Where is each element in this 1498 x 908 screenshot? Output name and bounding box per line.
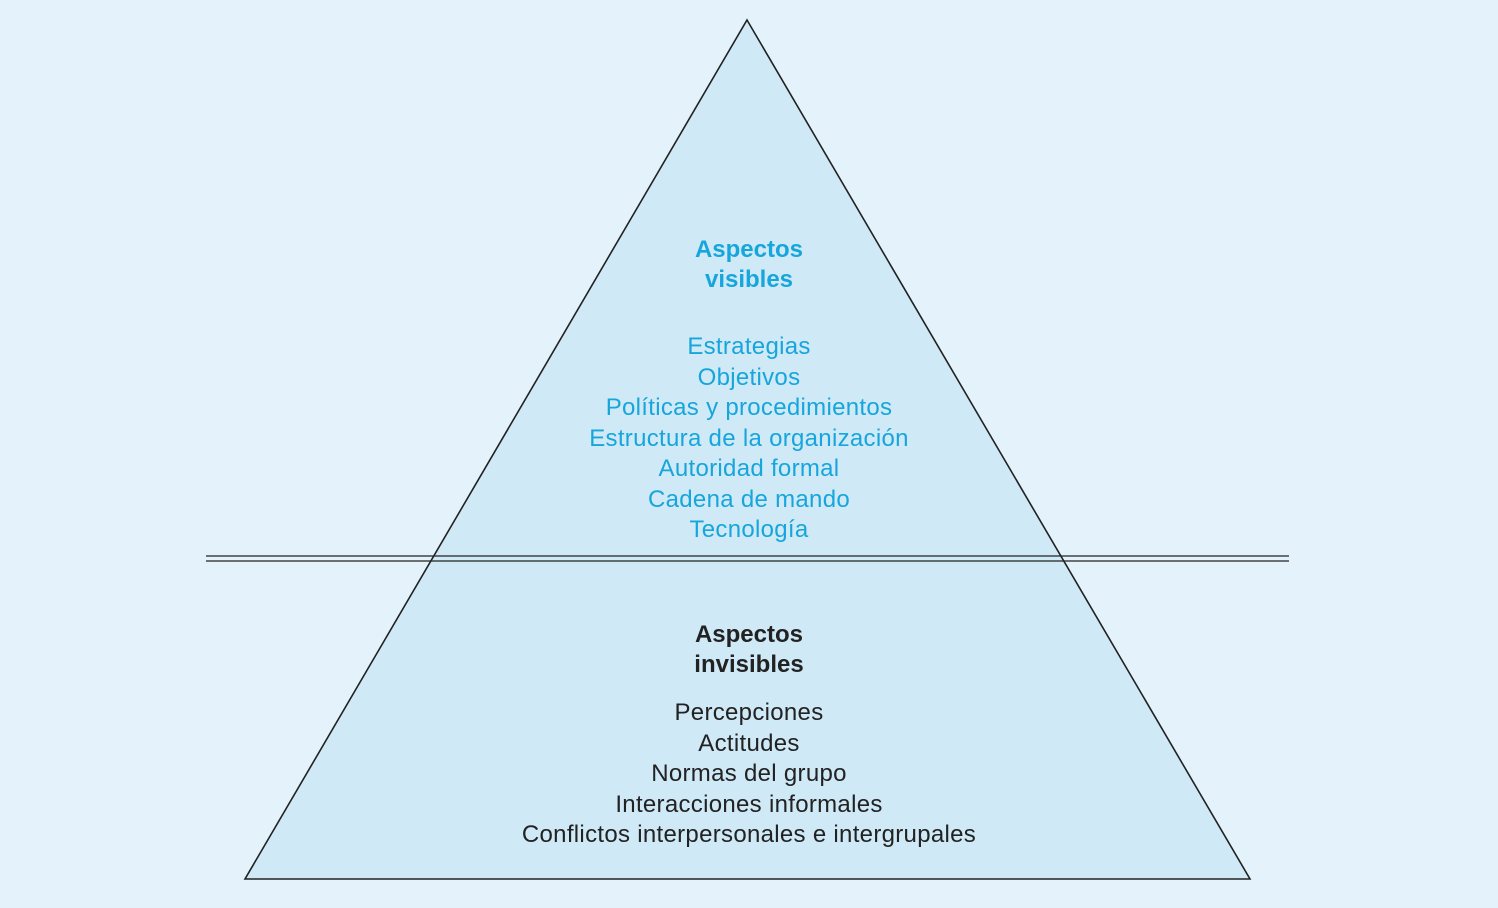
- list-item: Interacciones informales: [615, 790, 883, 818]
- list-item: Tecnología: [689, 516, 809, 543]
- list-item: Estructura de la organización: [589, 424, 909, 452]
- invisible-heading-line2: invisibles: [694, 651, 804, 678]
- visible-items-list: Estrategias Objetivos Políticas y proced…: [0, 332, 1498, 546]
- visible-heading-line1: Aspectos: [694, 236, 804, 263]
- list-item: Percepciones: [674, 699, 824, 726]
- list-item: Conflictos interpersonales e intergrupal…: [521, 821, 977, 848]
- list-item: Estrategias: [687, 333, 811, 360]
- invisible-items-list: Percepciones Actitudes Normas del grupo …: [0, 698, 1498, 851]
- invisible-heading-line1: Aspectos: [694, 621, 804, 648]
- list-item: Autoridad formal: [658, 455, 840, 482]
- invisible-heading: Aspectos invisibles: [0, 620, 1498, 680]
- visible-heading: Aspectos visibles: [0, 235, 1498, 295]
- pyramid-triangle: [243, 18, 1252, 880]
- list-item: Cadena de mando: [648, 485, 850, 513]
- list-item: Actitudes: [698, 729, 800, 757]
- list-item: Normas del grupo: [651, 760, 847, 787]
- list-item: Objetivos: [697, 363, 801, 391]
- list-item: Políticas y procedimientos: [605, 394, 893, 421]
- visible-heading-line2: visibles: [704, 266, 794, 293]
